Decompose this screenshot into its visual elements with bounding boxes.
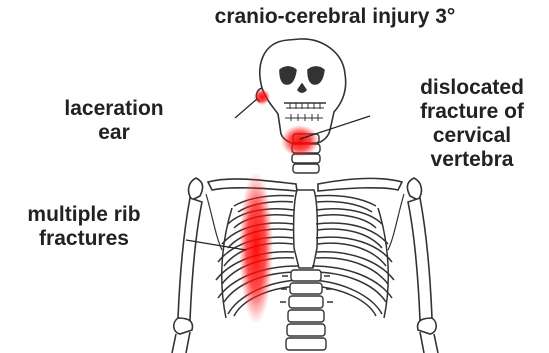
diagram-title: cranio-cerebral injury 3° [170, 5, 500, 29]
sternum [294, 190, 318, 268]
cervical-injury-marker [281, 125, 319, 157]
rib-injury-marker [239, 172, 273, 324]
ear-label-line-1: laceration [44, 97, 184, 121]
right-ribs [312, 195, 394, 318]
ear-leader-line [235, 99, 257, 118]
cervical-label-line-1: dislocated [395, 76, 549, 100]
leader-lines [186, 99, 370, 250]
rib-fractures-label: multiple rib fractures [6, 203, 162, 251]
clavicles [208, 178, 402, 191]
ear-label-line-2: ear [44, 121, 184, 145]
ear-injury-marker [254, 89, 270, 105]
cervical-label-line-3: cervical [395, 124, 549, 148]
cervical-fracture-label: dislocated fracture of cervical vertebra [395, 76, 549, 172]
cervical-label-line-2: fracture of [395, 100, 549, 124]
rib-label-line-2: fractures [6, 227, 162, 251]
cervical-label-line-4: vertebra [395, 148, 549, 172]
rib-label-line-1: multiple rib [6, 203, 162, 227]
ear-laceration-label: laceration ear [44, 97, 184, 145]
